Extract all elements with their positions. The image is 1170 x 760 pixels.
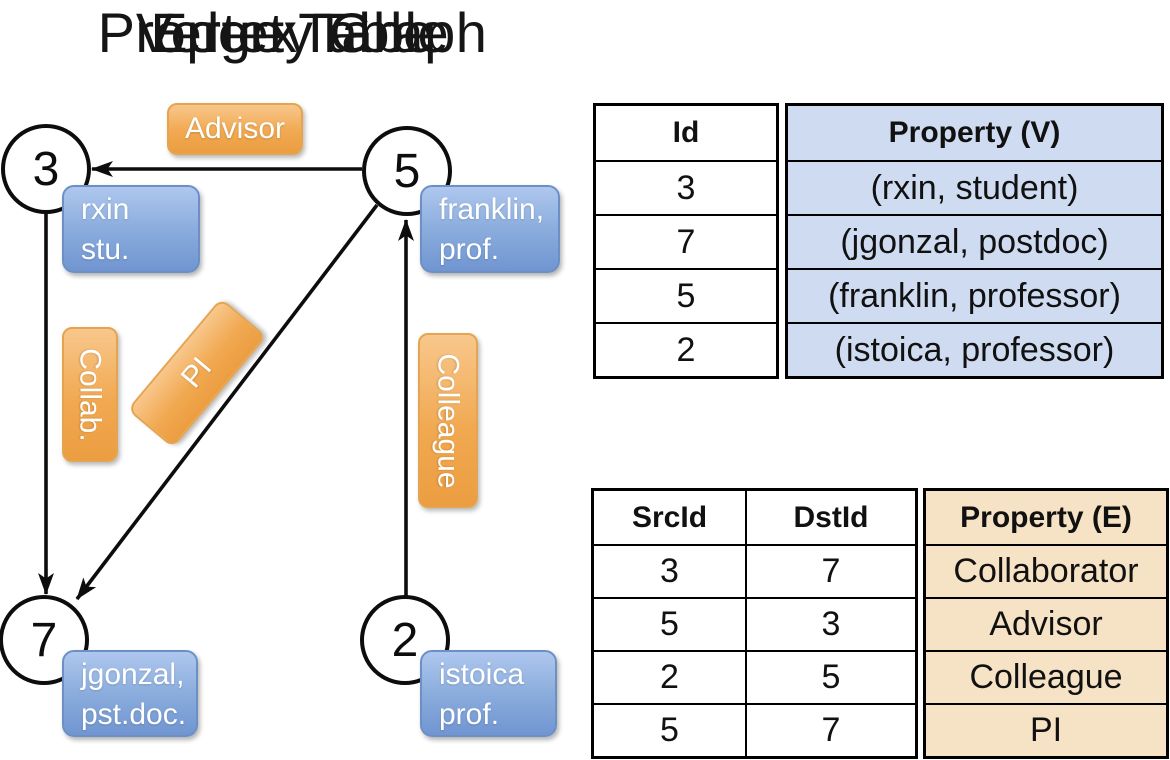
edge-table-property-column: Property (E) Collaborator Advisor Collea… xyxy=(923,488,1169,759)
vertex-circle-3: 3 xyxy=(1,124,91,214)
vertex-id: 5 xyxy=(393,144,421,198)
edge-label-text: PI xyxy=(174,351,219,395)
table-cell: (rxin, student) xyxy=(788,160,1161,214)
table-cell: 7 xyxy=(745,544,915,597)
vertex-id: 7 xyxy=(30,613,58,667)
vertex-label-istoica: istoica prof. xyxy=(420,650,557,737)
vertex-label-line: stu. xyxy=(81,233,130,266)
column-header: Property (V) xyxy=(888,116,1061,149)
vertex-label-rxin: rxin stu. xyxy=(62,185,200,273)
table-cell: 7 xyxy=(745,703,915,756)
column-header: DstId xyxy=(745,491,915,544)
vertex-table-property-column: Property (V) (rxin, student) (jgonzal, p… xyxy=(785,103,1164,379)
table-cell: 5 xyxy=(594,597,745,650)
table-cell: 2 xyxy=(596,322,776,376)
table-cell: (istoica, professor) xyxy=(788,322,1161,376)
table-cell: Collaborator xyxy=(926,544,1166,597)
column-header: Id xyxy=(672,116,700,149)
edge-line-pi-5to7 xyxy=(75,203,379,601)
vertex-table-id-column: Id 3 7 5 2 xyxy=(593,103,779,379)
table-cell: 7 xyxy=(596,214,776,268)
edge-label-text: Colleague xyxy=(432,352,466,489)
vertex-label-franklin: franklin, prof. xyxy=(420,185,560,273)
table-cell: (jgonzal, postdoc) xyxy=(788,214,1161,268)
vertex-label-line: prof. xyxy=(439,233,500,266)
table-cell: 3 xyxy=(745,597,915,650)
table-cell: PI xyxy=(926,703,1166,756)
edge-label-text: Advisor xyxy=(184,112,286,145)
vertex-label-line: franklin, xyxy=(439,193,545,226)
table-cell: 2 xyxy=(594,650,745,703)
table-cell: 5 xyxy=(745,650,915,703)
property-graph-title: Property Graph xyxy=(97,1,488,64)
vertex-table-title: Vertex Table xyxy=(135,1,450,64)
vertex-id: 3 xyxy=(32,142,60,196)
edge-label-text: Collab. xyxy=(74,347,108,442)
table-cell: 3 xyxy=(596,160,776,214)
vertex-label-line: jgonzal, xyxy=(81,658,185,691)
graph-edges xyxy=(38,161,414,601)
table-cell: Advisor xyxy=(926,597,1166,650)
table-cell: 3 xyxy=(594,544,745,597)
edge-label-colleague: Colleague xyxy=(418,333,478,508)
edge-label-advisor: Advisor xyxy=(167,103,303,155)
column-header: SrcId xyxy=(631,500,708,534)
vertex-id: 2 xyxy=(391,613,419,667)
vertex-label-line: prof. xyxy=(439,698,500,731)
edge-table-title: Edge Table xyxy=(150,1,435,64)
vertex-label-line: rxin xyxy=(81,193,130,226)
table-cell: Colleague xyxy=(926,650,1166,703)
table-cell: 5 xyxy=(594,703,745,756)
edge-label-collab: Collab. xyxy=(62,327,118,462)
table-cell: 5 xyxy=(596,268,776,322)
column-header: Property (E) xyxy=(960,500,1132,534)
edge-table-id-columns: SrcId DstId 3 7 5 3 2 5 5 7 xyxy=(591,488,918,759)
vertex-label-line: istoica xyxy=(439,658,525,691)
vertex-label-jgonzal: jgonzal, pst.doc. xyxy=(62,650,198,737)
table-cell: (franklin, professor) xyxy=(788,268,1161,322)
vertex-label-line: pst.doc. xyxy=(81,698,187,731)
